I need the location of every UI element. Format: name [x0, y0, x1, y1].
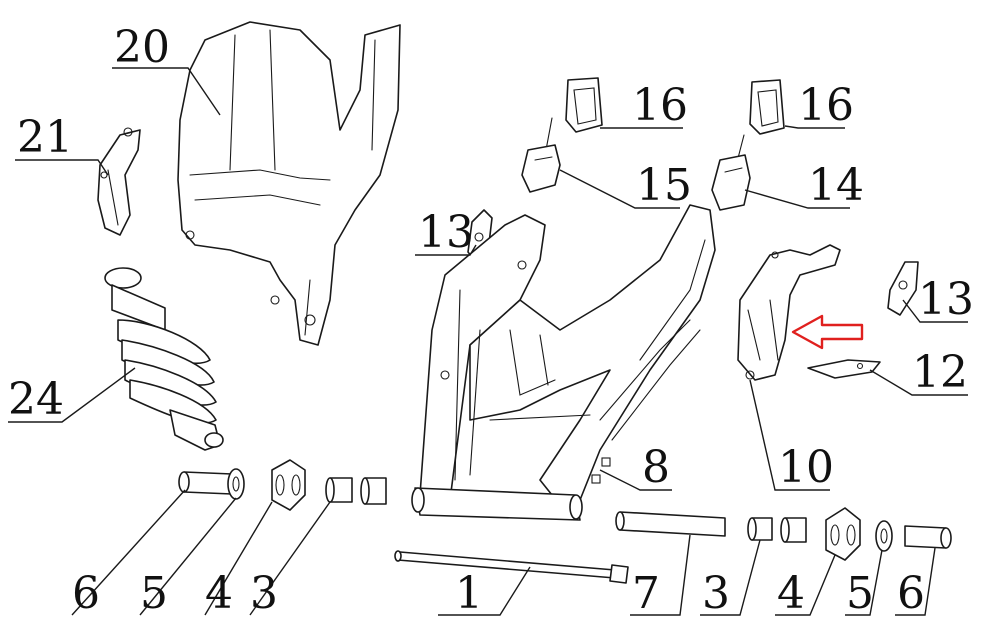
part-10-bracket — [737, 244, 841, 381]
callout-13-left: 13 — [418, 207, 474, 258]
part-6-bushing-right — [904, 525, 952, 549]
swing-arm — [411, 204, 716, 521]
part-16-rubber-block-left — [565, 77, 603, 133]
part-15-pin-bracket — [521, 117, 561, 193]
part-13-plate-right — [887, 261, 919, 316]
callout-10: 10 — [778, 442, 834, 493]
part-5-washer-right — [875, 520, 893, 552]
part-6-bushing-left — [178, 471, 233, 495]
callout-6-right: 6 — [897, 568, 925, 619]
callout-labels: 20 21 24 16 16 15 14 13 13 12 10 8 6 5 4… — [8, 22, 974, 619]
callout-5-left: 5 — [140, 568, 168, 619]
callout-4-right: 4 — [777, 568, 805, 619]
callout-8: 8 — [642, 442, 670, 493]
highlight-arrow-icon — [791, 314, 864, 350]
part-12-plate — [807, 359, 881, 379]
callout-13-right: 13 — [918, 274, 974, 325]
part-21-bracket — [97, 127, 141, 236]
callout-12: 12 — [912, 347, 968, 398]
part-7-pipe — [615, 511, 726, 537]
callout-16-right: 16 — [798, 80, 854, 131]
callout-3-right: 3 — [702, 568, 730, 619]
callout-1: 1 — [455, 568, 483, 619]
callout-7: 7 — [632, 568, 660, 619]
part-3-spacer-left — [325, 477, 387, 505]
callout-24: 24 — [8, 374, 64, 425]
callout-4-left: 4 — [205, 568, 233, 619]
part-24-shock-absorber — [104, 267, 224, 451]
callout-14: 14 — [808, 160, 864, 211]
callout-6-left: 6 — [72, 568, 100, 619]
part-16-rubber-block-right — [749, 79, 785, 135]
callout-21: 21 — [17, 112, 73, 163]
part-3-spacer-right — [747, 517, 807, 543]
callout-20: 20 — [114, 22, 170, 73]
part-20-rear-fender — [177, 21, 401, 346]
callout-3-left: 3 — [250, 568, 278, 619]
part-1-axle-bolt — [394, 550, 629, 584]
part-4-seal-right — [825, 507, 861, 561]
callout-15: 15 — [636, 160, 692, 211]
callout-5-right: 5 — [846, 568, 874, 619]
callout-16-left: 16 — [632, 80, 688, 131]
part-14-pin-bracket — [711, 134, 751, 211]
part-5-washer-left — [227, 468, 245, 500]
part-4-seal-left — [271, 459, 306, 511]
leader-lines — [8, 67, 968, 616]
